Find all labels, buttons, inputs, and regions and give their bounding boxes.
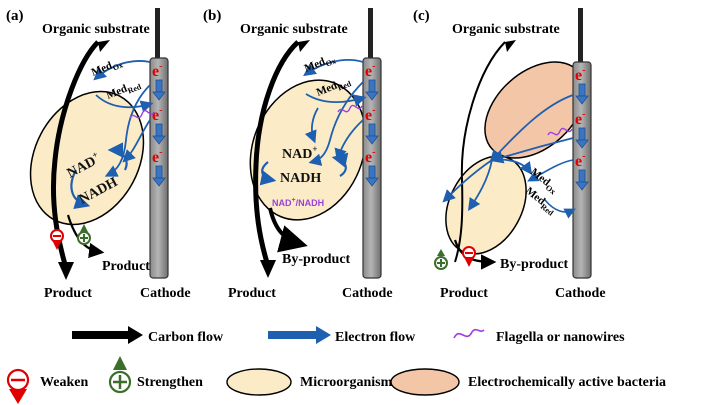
panel-c: (c) Organic substrate e- e- e- MedOx Med… (413, 8, 606, 301)
legend-microorganism-swatch (226, 368, 292, 396)
legend-electron-label: Electron flow (335, 330, 416, 345)
panel-b-carbon-arrowhead (260, 260, 276, 278)
legend-strengthen-label: Strengthen (137, 375, 203, 390)
panel-b-med-ox: MedOx (303, 52, 338, 77)
panel-c-product-bottom: Product (440, 286, 488, 301)
panel-c-electron-flow-4 (468, 159, 493, 211)
panel-b-nad-cycle-2 (331, 152, 349, 177)
panel-b-nadh: NADH (280, 171, 321, 186)
panel-a-tag: (a) (6, 8, 24, 24)
panel-c-electron-flow-6 (527, 159, 574, 182)
legend: Carbon flow Electron flow Flagella or na… (6, 326, 666, 404)
panel-a-organic-label: Organic substrate (42, 22, 150, 37)
panel-c-microorganism (445, 155, 527, 255)
panel-c-carbon-flow (454, 41, 506, 263)
panel-c-strengthen-icon (434, 249, 448, 270)
panel-b-electron-flow-5 (304, 107, 319, 144)
legend-carbon-arrow (72, 326, 143, 344)
panel-a-weaken-icon (50, 218, 64, 250)
panel-b-electron-flow-2 (305, 93, 367, 107)
panel-c-electron-1: e- (575, 65, 585, 84)
panel-b-nad-ratio: NAD+/NADH (272, 197, 324, 208)
legend-flagella-label: Flagella or nanowires (496, 330, 625, 345)
panel-b-organic-label: Organic substrate (240, 22, 348, 37)
legend-strengthen-icon (108, 356, 132, 394)
panel-a-product-bottom: Product (44, 286, 92, 301)
panel-b-product-bottom: Product (228, 286, 276, 301)
panel-b-nad-cycle-1 (259, 161, 277, 186)
panel-a-strengthen-icon (77, 224, 91, 245)
panel-b-electron-flow-3 (308, 81, 364, 166)
panel-a-electron-3: e- (152, 147, 162, 166)
legend-microorganism-label: Microorganism (300, 375, 393, 390)
panel-a-nad-cycle-2 (107, 142, 128, 171)
panel-b-byproduct: By-product (282, 252, 351, 267)
legend-carbon-label: Carbon flow (148, 330, 224, 345)
panel-c-cathode-label: Cathode (555, 286, 606, 301)
panel-c-organic-label: Organic substrate (452, 22, 560, 37)
panel-c-electron-2: e- (575, 109, 585, 128)
panel-b-nad: NAD+ (282, 144, 317, 162)
legend-weaken-label: Weaken (40, 375, 88, 390)
panel-a-electron-flow-1 (93, 60, 151, 81)
legend-active-bacteria-label: Electrochemically active bacteria (468, 375, 666, 390)
panel-c-weaken-icon (462, 246, 476, 267)
panel-c-electron-flow-1 (489, 94, 574, 163)
panel-b-flagella (337, 104, 363, 113)
legend-flagella-icon (453, 328, 485, 339)
panel-c-flagella (547, 127, 573, 136)
panel-b-tag: (b) (203, 8, 221, 24)
panel-c-byproduct: By-product (500, 257, 569, 272)
panel-b-cathode-wire (368, 8, 373, 63)
panel-a-carbon-arrowhead (58, 262, 74, 280)
panel-b: (b) Organic substrate e- e- e- MedOx Med… (203, 8, 393, 301)
panel-a-med-ox: MedOx (90, 56, 125, 81)
panel-a-flagella (129, 109, 155, 119)
panel-a-electron-2: e- (152, 105, 162, 124)
panel-c-electron-flow-3 (442, 159, 493, 203)
panel-a-electron-flow-2 (95, 94, 154, 113)
panel-a-product-mid: Product (102, 259, 150, 274)
panel-a-electron-1: e- (152, 61, 162, 80)
panel-a: (a) Organic substrate e- e- e- MedOx Med… (6, 8, 191, 301)
panel-b-byproduct-arrow (268, 207, 308, 253)
panel-a-electron-flow-4 (122, 119, 151, 163)
legend-active-bacteria-swatch (390, 368, 460, 396)
panel-c-electron-flow-7 (544, 199, 576, 219)
legend-electron-arrow (268, 326, 331, 344)
panel-c-cathode-wire (578, 8, 583, 63)
panel-a-electron-flow-3 (104, 84, 151, 177)
panel-b-carbon-flow (253, 40, 300, 267)
panel-b-electron-3: e- (365, 147, 375, 166)
panel-a-cathode-label: Cathode (140, 286, 191, 301)
panel-c-electron-flow-5 (491, 158, 533, 175)
panel-b-electron-2: e- (365, 105, 375, 124)
panel-c-electron-flow-2 (490, 137, 574, 164)
panel-b-microorganism (249, 79, 367, 221)
panel-a-cathode-wire (155, 8, 160, 63)
panel-a-nad-cycle-1 (70, 169, 91, 210)
panel-b-electron-1: e- (365, 61, 375, 80)
panel-b-cathode-label: Cathode (342, 286, 393, 301)
panel-b-electron-flow-1 (303, 59, 364, 77)
panel-c-electron-3: e- (575, 151, 585, 170)
panel-c-tag: (c) (413, 8, 430, 24)
legend-weaken-icon (6, 368, 30, 404)
